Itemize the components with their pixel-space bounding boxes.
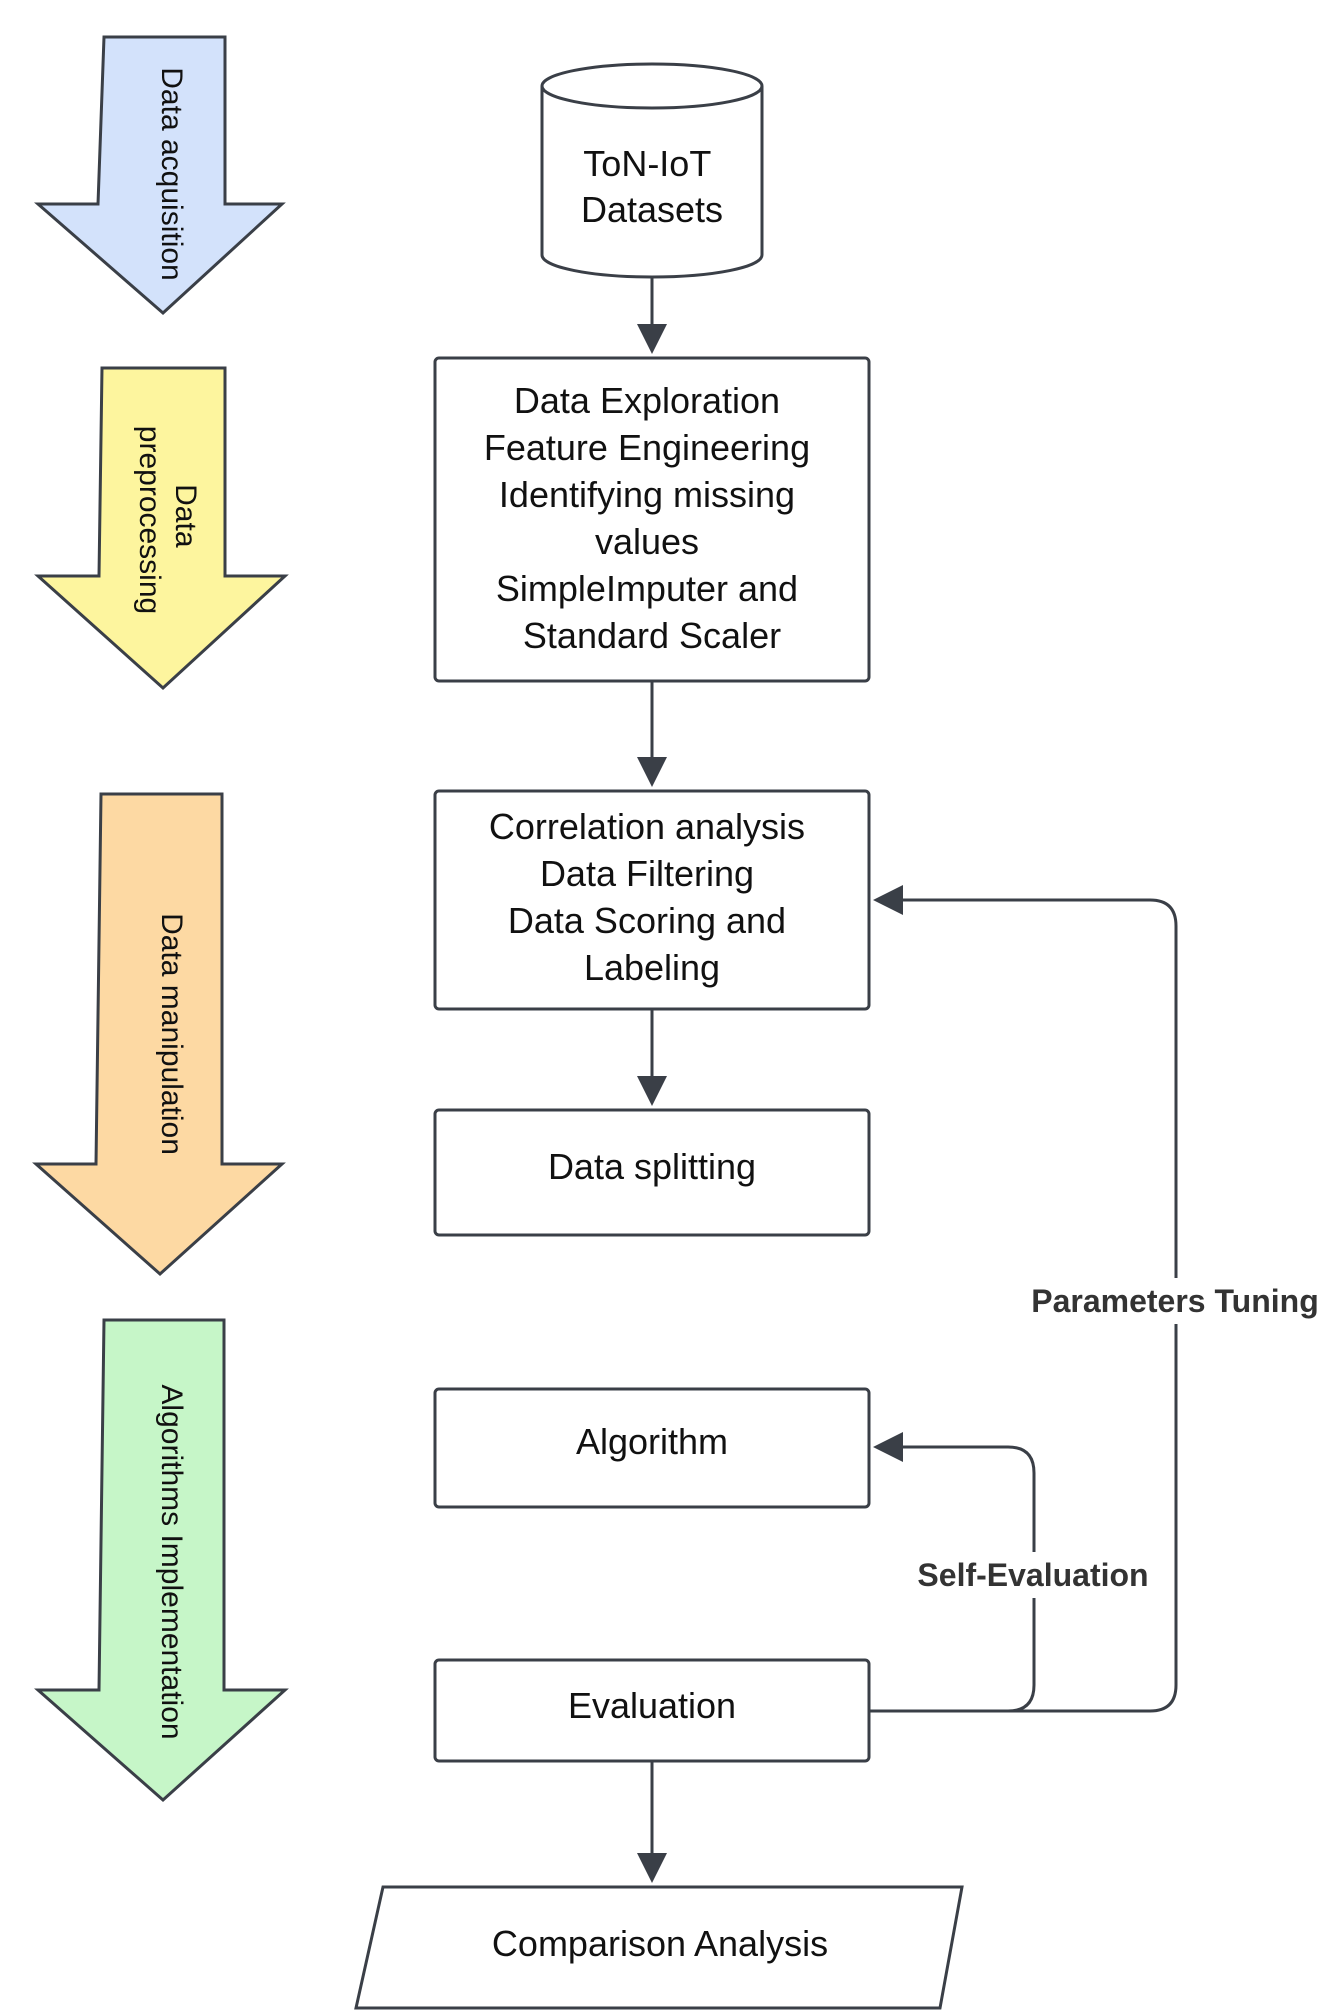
edge-label-self-evaluation-bg — [906, 1552, 1162, 1598]
stage-arrow-manipulation-shape — [32, 792, 286, 1277]
edge-label-self-evaluation: Self-Evaluation — [917, 1557, 1148, 1593]
stage-label-manipulation: Data manipulation — [155, 913, 188, 1155]
stage-arrow-acquisition: Data acquisition — [33, 35, 286, 316]
node-splitting-box — [433, 1108, 871, 1237]
node-correlation: Correlation analysis Data Filtering Data… — [433, 789, 871, 1011]
node-datasets-label: ToN-IoT Datasets — [581, 143, 723, 230]
node-datasets: ToN-IoT Datasets — [540, 62, 764, 279]
edge-label-parameters-tuning-bg — [1022, 1278, 1325, 1324]
edge-label-parameters-tuning: Parameters Tuning — [1031, 1283, 1318, 1319]
stage-arrow-algorithms-shape — [34, 1318, 289, 1803]
stage-arrow-manipulation: Data manipulation — [32, 792, 286, 1277]
node-evaluation: Evaluation — [433, 1658, 871, 1763]
node-algorithm-box — [433, 1387, 871, 1509]
database-cylinder-shape — [540, 62, 764, 279]
node-comparison: Comparison Analysis — [354, 1885, 964, 2010]
stage-label-algorithms: Algorithms Implementation — [155, 1384, 188, 1739]
stage-arrow-algorithms: Algorithms Implementation — [34, 1318, 289, 1803]
stage-label-acquisition: Data acquisition — [155, 67, 188, 280]
node-preprocess: Data Exploration Feature Engineering Ide… — [433, 356, 871, 683]
stage-arrow-acquisition-shape — [33, 35, 286, 316]
stage-arrow-preprocessing-shape — [34, 366, 289, 691]
node-comparison-label: Comparison Analysis — [492, 1923, 828, 1964]
database-cylinder-rim — [540, 85, 764, 110]
node-splitting: Data splitting — [433, 1108, 871, 1237]
node-algorithm-label: Algorithm — [576, 1421, 728, 1462]
node-preprocess-label: Data Exploration Feature Engineering Ide… — [484, 380, 820, 656]
stage-arrow-preprocessing: Data preprocessing — [34, 366, 289, 691]
node-correlation-label: Correlation analysis Data Filtering Data… — [489, 806, 815, 988]
node-splitting-label: Data splitting — [548, 1146, 756, 1187]
node-evaluation-label: Evaluation — [568, 1685, 736, 1726]
node-algorithm: Algorithm — [433, 1387, 871, 1509]
stage-label-preprocessing: Data preprocessing — [133, 426, 202, 614]
node-comparison-parallelogram — [354, 1885, 964, 2010]
